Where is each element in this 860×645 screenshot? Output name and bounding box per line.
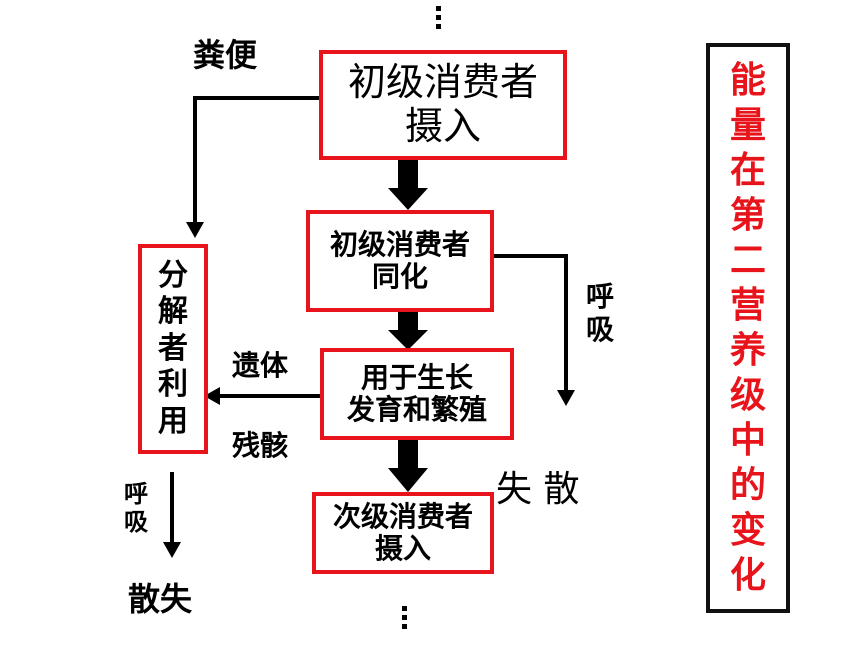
- node-line: 初级消费者: [347, 60, 538, 105]
- node-line: 用于生长: [360, 360, 473, 394]
- sidebar-char: 营: [729, 285, 766, 326]
- node-char: 分: [158, 257, 188, 293]
- node-line: 摄入: [374, 532, 431, 565]
- label-respiration-right: 呼 吸: [586, 280, 614, 346]
- sidebar-char: 变: [729, 510, 766, 551]
- remains-arrow: [204, 387, 330, 405]
- ellipsis-bottom: [402, 604, 407, 631]
- respiration-arrow-right: [492, 254, 575, 406]
- sidebar-char: 中: [729, 420, 766, 461]
- node-primary-consumer-intake: 初级消费者 摄入: [319, 50, 567, 160]
- node-line: 发育和繁殖: [346, 393, 487, 426]
- label-remains: 遗体: [232, 349, 289, 382]
- feces-arrow: [186, 96, 322, 238]
- sidebar-char: 二: [729, 240, 766, 281]
- sidebar-char: 第: [729, 195, 766, 236]
- sidebar-char: 化: [729, 555, 766, 596]
- node-char: 用: [158, 403, 188, 439]
- node-primary-consumer-assimilation: 初级消费者 同化: [306, 210, 494, 312]
- node-char: 解: [158, 294, 188, 330]
- main-flow-arrows: [388, 160, 428, 492]
- node-line: 摄入: [404, 104, 481, 148]
- node-char: 利: [158, 367, 188, 403]
- node-secondary-consumer-intake: 次级消费者 摄入: [312, 492, 494, 574]
- node-decomposer-use: 分 解 者 利 用: [138, 244, 208, 454]
- node-line: 次级消费者: [332, 499, 473, 533]
- label-char: 呼: [124, 480, 148, 508]
- label-lost-right: 失 散: [496, 469, 580, 510]
- sidebar-title-box: 能 量 在 第 二 营 养 级 中 的 变 化: [706, 43, 790, 613]
- label-respiration-left: 呼 吸: [124, 480, 148, 537]
- node-growth-development: 用于生长 发育和繁殖: [320, 348, 514, 440]
- label-carcass: 残骸: [232, 429, 289, 462]
- node-line: 同化: [371, 260, 428, 293]
- label-feces: 粪便: [193, 36, 258, 74]
- node-line: 初级消费者: [329, 227, 470, 261]
- sidebar-char: 的: [729, 465, 766, 506]
- sidebar-char: 能: [729, 60, 766, 101]
- sidebar-char: 养: [729, 330, 766, 371]
- node-char: 者: [158, 330, 188, 366]
- label-lost-bottom: 散失: [128, 580, 193, 618]
- sidebar-char: 级: [729, 375, 766, 416]
- sidebar-char: 在: [729, 150, 766, 191]
- sidebar-char: 量: [729, 105, 766, 146]
- ellipsis-top: [436, 4, 441, 31]
- label-char: 吸: [124, 508, 148, 537]
- label-char: 吸: [586, 313, 615, 347]
- label-char: 呼: [586, 280, 615, 313]
- respiration-arrow-left: [163, 472, 181, 558]
